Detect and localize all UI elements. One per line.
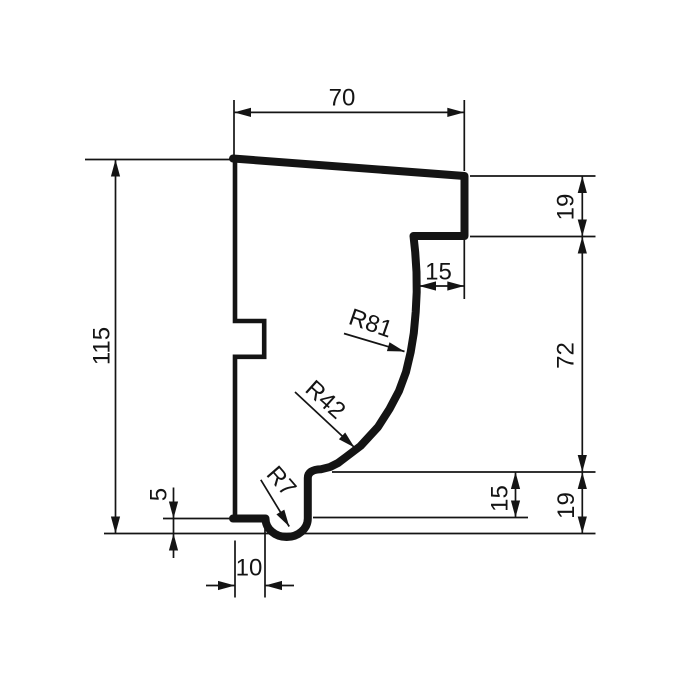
svg-text:19: 19 [553,492,580,519]
svg-text:15: 15 [425,259,452,286]
svg-text:115: 115 [89,327,116,365]
svg-text:10: 10 [236,555,263,582]
svg-text:70: 70 [329,85,356,112]
svg-text:5: 5 [146,488,173,501]
svg-text:72: 72 [553,342,580,369]
svg-text:15: 15 [487,485,514,512]
svg-text:19: 19 [553,194,580,221]
